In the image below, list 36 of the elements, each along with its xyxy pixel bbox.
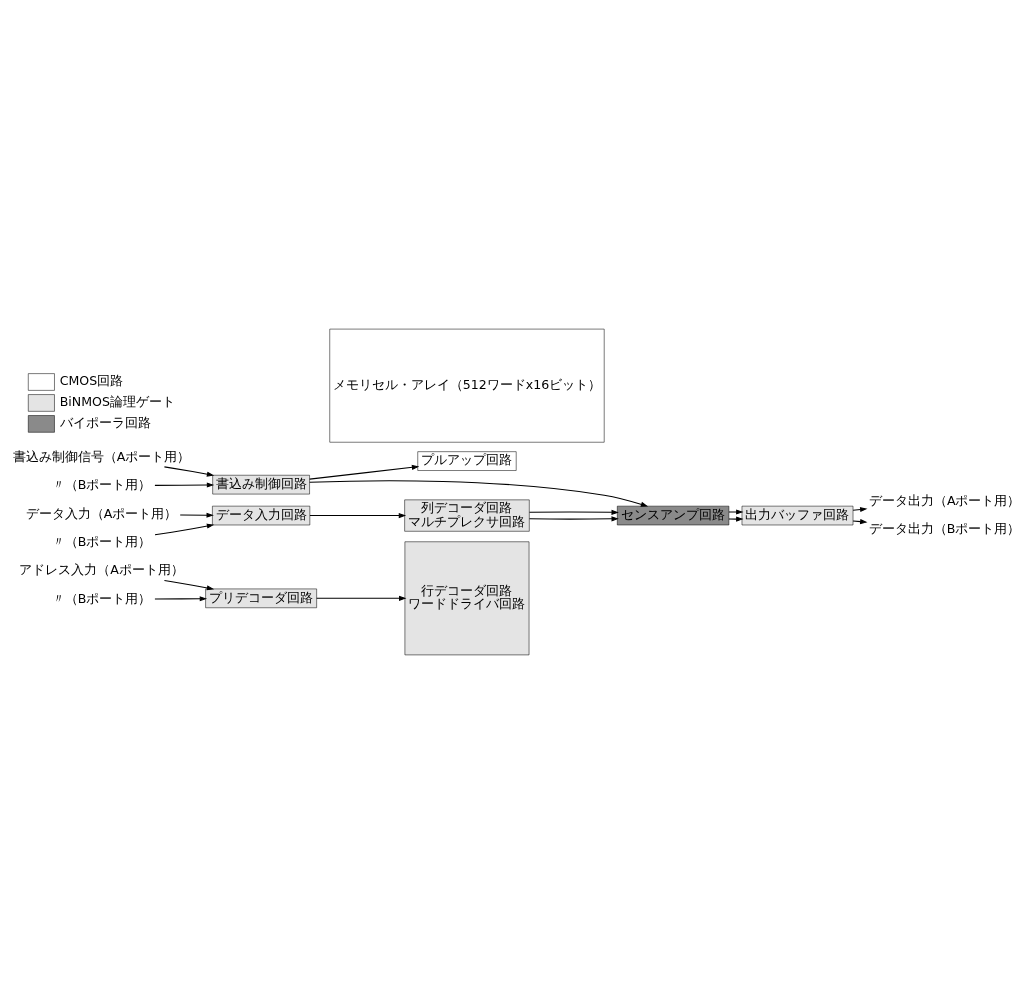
legend-label: バイポーラ回路 — [59, 414, 151, 430]
arrow — [309, 512, 407, 518]
arrow — [528, 509, 619, 515]
legend-label: CMOS回路 — [59, 372, 124, 388]
node-box: 書込み制御回路 — [212, 474, 310, 494]
legend-label: BiNMOS論理ゲート — [59, 393, 175, 409]
arrow — [163, 465, 215, 477]
node-text: データ入力（Aポート用） — [25, 505, 178, 521]
arrow — [154, 595, 208, 601]
node-box: 行デコーダ回路 ワードドライバ回路 — [404, 541, 530, 655]
arrow — [728, 508, 744, 515]
arrow — [528, 515, 619, 521]
arrow — [852, 518, 868, 524]
node-box: データ入力回路 — [212, 505, 311, 525]
arrow — [163, 579, 215, 590]
node-box: 列デコーダ回路 マルチプレクサ回路 — [404, 499, 530, 532]
arrow — [154, 481, 215, 488]
arrow — [728, 516, 744, 522]
node-box: 出力バッファ回路 — [741, 505, 854, 525]
node-box: プリデコーダ回路 — [205, 588, 317, 608]
arrow — [316, 595, 407, 601]
arrow — [154, 523, 215, 535]
node-box: センスアンプ回路 — [617, 505, 730, 525]
node-text: 〃（Bポート用） — [51, 590, 152, 606]
arrow — [309, 479, 649, 507]
arrow — [179, 512, 214, 518]
arrow — [309, 464, 420, 480]
node-box: メモリセル・アレイ（512ワードx16ビット） — [329, 328, 605, 442]
node-text: アドレス入力（Aポート用） — [19, 561, 184, 577]
node-text: データ出力（Aポート用） — [868, 492, 1021, 508]
arrow — [852, 506, 868, 512]
node-text: 〃（Bポート用） — [51, 476, 152, 492]
node-box: プルアップ回路 — [417, 450, 517, 471]
node-text: 〃（Bポート用） — [51, 533, 152, 549]
node-text: 書込み制御信号（Aポート用） — [12, 448, 191, 464]
node-text: データ出力（Bポート用） — [868, 520, 1021, 536]
